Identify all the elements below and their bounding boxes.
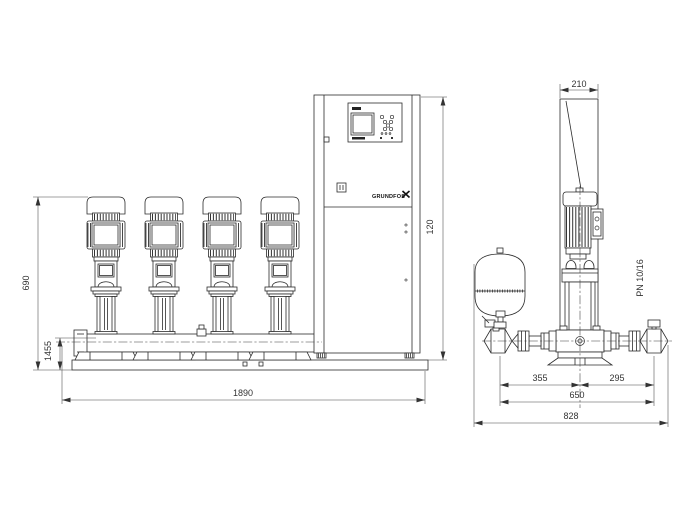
controller-panel [347,102,403,143]
dim-1890-label: 1890 [233,388,253,398]
dim-355-label: 355 [532,373,547,383]
grundfos-logo: GRUNDFOS [372,190,411,200]
cabinet-foot [316,352,327,359]
pressure-sensor [196,324,207,337]
pump-pad-4 [248,351,312,361]
side-view: 210 355 295 650 828 PN 10/16 [56,79,672,427]
pump-1 [87,197,125,334]
terminal-box [590,208,604,240]
pressure-rating-label: PN 10/16 [635,259,645,297]
lifting-lug [575,187,584,193]
front-dimensions: 690 1455 1890 120 [21,96,447,404]
front-view: GRUNDFOS 690 1455 1890 120 [21,94,447,404]
pump-4 [261,197,299,334]
cabinet-screws [404,223,408,282]
base-detail [258,361,264,367]
dim-295-label: 295 [609,373,624,383]
controller-label [352,107,361,110]
discharge-side-piping [610,319,669,354]
tank-valve [495,310,506,318]
cabinet-foot [404,352,415,359]
diaphragm-tank [474,247,526,329]
pump-2 [145,197,183,334]
dim-828-label: 828 [563,411,578,421]
pump-3 [203,197,241,334]
controller-display [350,112,375,136]
control-cabinet: GRUNDFOS [313,94,421,359]
cabinet-switch [336,182,347,193]
head-nut [583,260,595,269]
dim-690-label: 690 [21,275,31,290]
controller-buttons [379,114,395,135]
pump-pad-1 [74,351,138,361]
dim-210-label: 210 [571,79,586,89]
cabinet-detail-square [323,136,330,143]
dim-650-label: 650 [569,390,584,400]
head-nut [565,260,577,269]
pump-pad-2 [132,351,196,361]
bleed-valve [481,315,500,332]
base-frame [71,351,429,371]
dim-120-label: 120 [425,219,435,234]
suction-side-piping [474,247,550,354]
shutoff-valve-right [639,319,669,354]
panel-brand-text [352,137,365,140]
dim-1455-label: 1455 [43,341,53,361]
logo-mark [401,190,411,199]
side-dimensions: 210 355 295 650 828 PN 10/16 [473,79,669,427]
base-detail [242,361,248,367]
tank-nipple [496,247,504,254]
pump-pad-3 [190,351,254,361]
logo-text: GRUNDFOS [372,194,405,200]
motor-body [564,205,592,249]
valve-cap [647,319,661,328]
